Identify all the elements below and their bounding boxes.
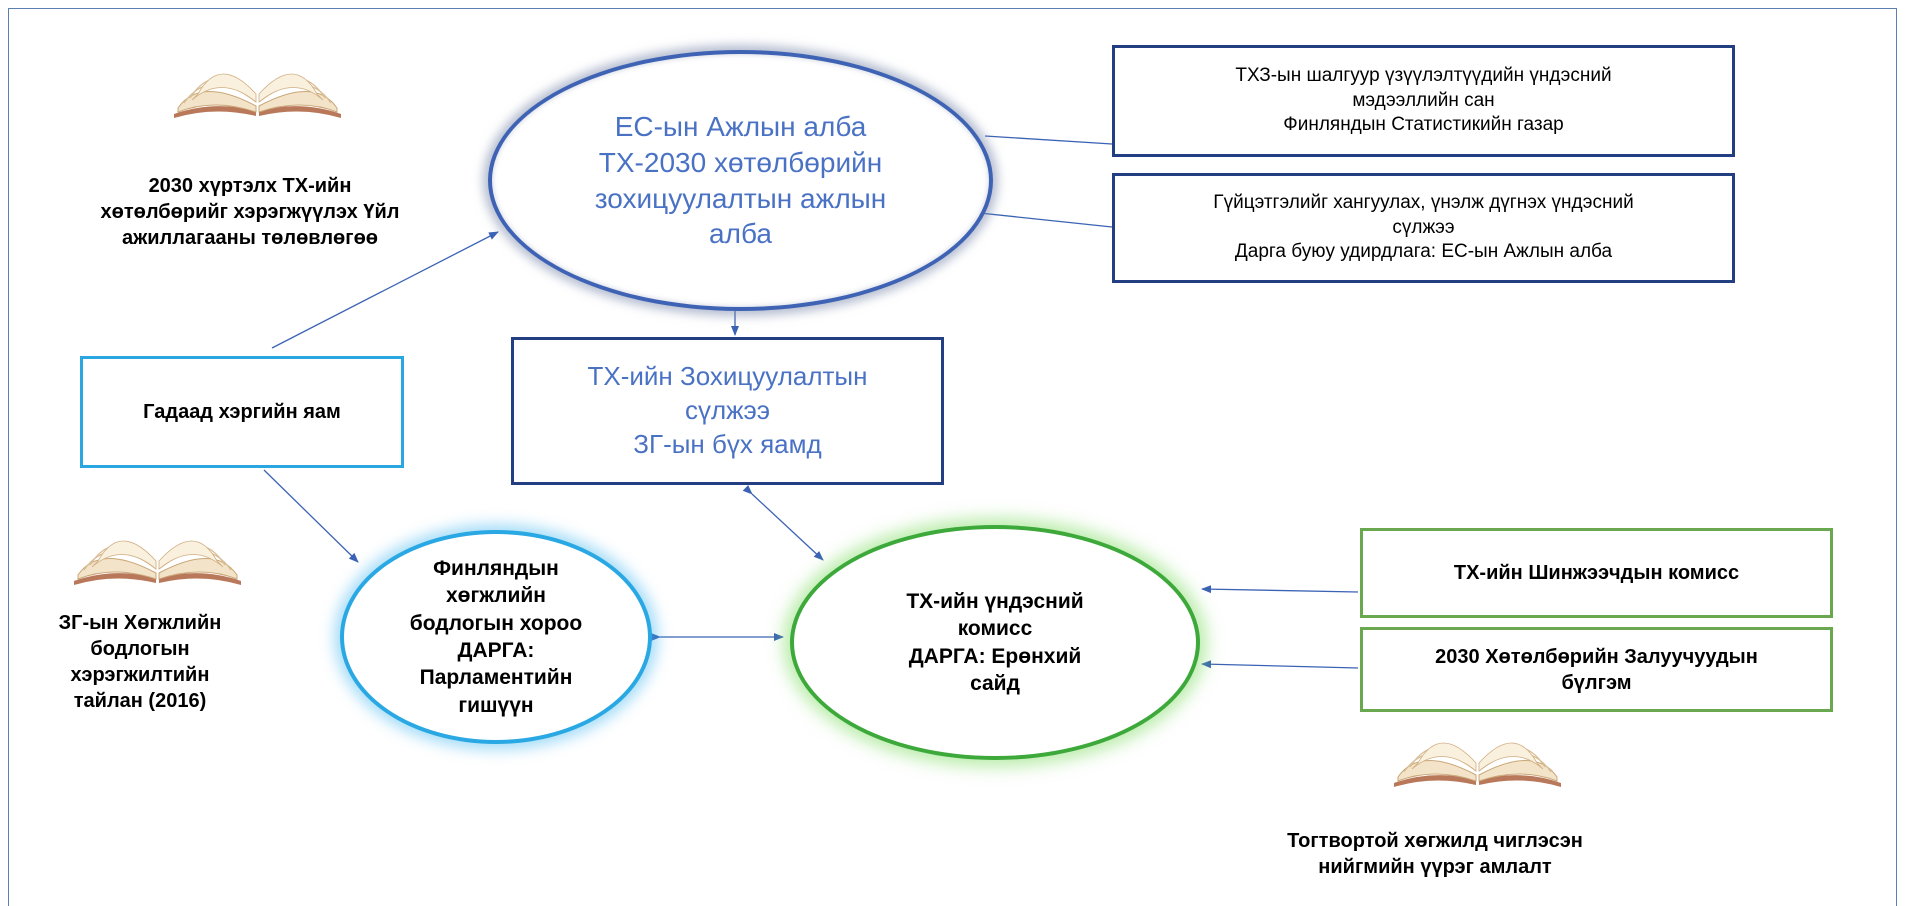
label-report: ЗГ-ын Хөгжлийн бодлогын хэрэгжилтийн тай… bbox=[58, 612, 222, 712]
open-book-icon bbox=[70, 523, 245, 585]
diagram-frame bbox=[8, 8, 1897, 906]
development-committee-label: Финляндын хөгжлийн бодлогын хороо ДАРГА:… bbox=[409, 557, 583, 717]
indicators-database-label: ТХЗ-ын шалгуур үзүүлэлтүүдийн үндэсний м… bbox=[1235, 64, 1612, 136]
national-commission-ellipse: ТХ-ийн үндэсний комисс ДАРГА: Ерөнхий са… bbox=[790, 525, 1200, 760]
open-book-icon bbox=[1390, 725, 1565, 787]
foreign-ministry-box: Гадаад хэргийн яам bbox=[80, 356, 404, 468]
foreign-ministry-label: Гадаад хэргийн яам bbox=[143, 400, 341, 423]
es-office-ellipse: ЕС-ын Ажлын алба ТХ-2030 хөтөлбөрийн зох… bbox=[488, 50, 993, 311]
expert-panel-box: ТХ-ийн Шинжээчдын комисс bbox=[1360, 528, 1833, 618]
coordination-network-box: ТХ-ийн Зохицуулалтын сүлжээ ЗГ-ын бүх яа… bbox=[511, 337, 944, 485]
expert-panel-label: ТХ-ийн Шинжээчдын комисс bbox=[1453, 562, 1740, 584]
label-action-plan: 2030 хүртэлх ТХ-ийн хөтөлбөрийг хэрэгжүү… bbox=[100, 175, 400, 249]
monitoring-network-box: Гүйцэтгэлийг хангуулах, үнэлж дүгнэх үнд… bbox=[1112, 173, 1735, 283]
national-commission-label: ТХ-ийн үндэсний комисс ДАРГА: Ерөнхий са… bbox=[906, 589, 1084, 695]
youth-group-box: 2030 Хөтөлбөрийн Залуучуудын бүлгэм bbox=[1360, 627, 1833, 712]
open-book-icon bbox=[170, 56, 345, 118]
youth-group-label: 2030 Хөтөлбөрийн Залуучуудын бүлгэм bbox=[1435, 645, 1758, 694]
label-societal-commitment: Тогтвортой хөгжилд чиглэсэн нийгмийн үүр… bbox=[1287, 830, 1583, 878]
indicators-database-box: ТХЗ-ын шалгуур үзүүлэлтүүдийн үндэсний м… bbox=[1112, 45, 1735, 157]
coordination-network-label: ТХ-ийн Зохицуулалтын сүлжээ ЗГ-ын бүх яа… bbox=[587, 361, 868, 459]
es-office-label: ЕС-ын Ажлын алба ТХ-2030 хөтөлбөрийн зох… bbox=[594, 111, 887, 250]
development-committee-ellipse: Финляндын хөгжлийн бодлогын хороо ДАРГА:… bbox=[340, 530, 652, 744]
monitoring-network-label: Гүйцэтгэлийг хангуулах, үнэлж дүгнэх үнд… bbox=[1213, 191, 1634, 263]
